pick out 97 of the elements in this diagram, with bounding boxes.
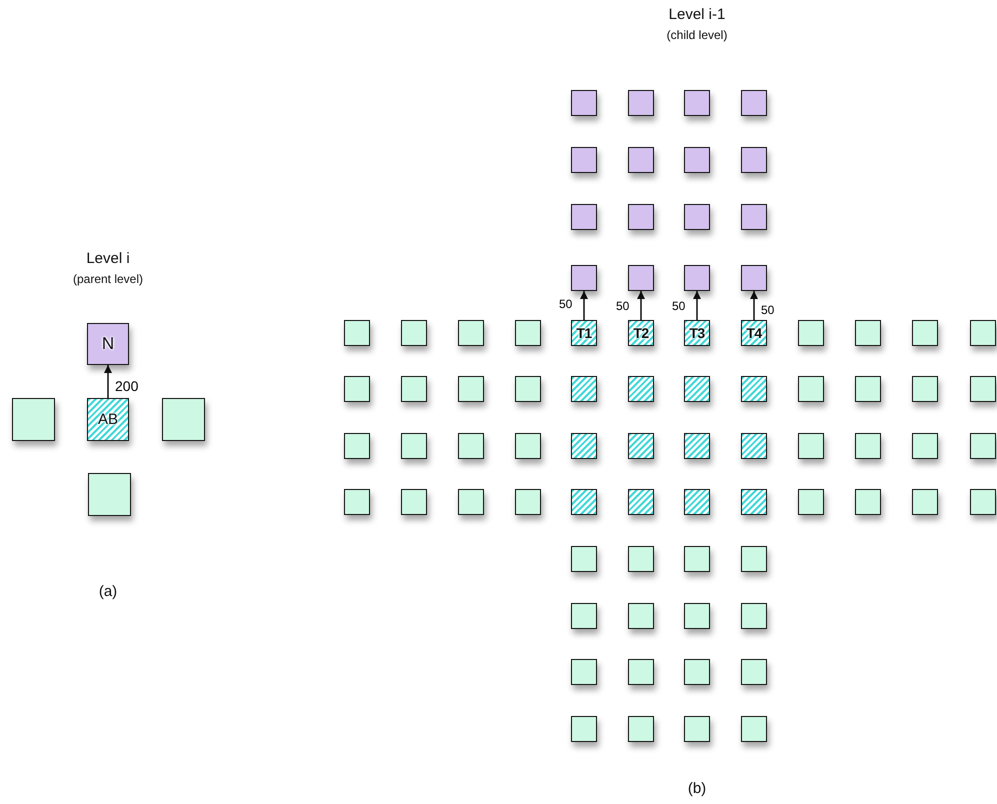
square	[344, 320, 370, 346]
square	[741, 716, 767, 742]
square	[855, 320, 881, 346]
square	[912, 489, 938, 515]
square	[628, 603, 654, 629]
square	[741, 376, 767, 402]
square	[628, 489, 654, 515]
square	[798, 489, 824, 515]
square	[912, 433, 938, 459]
edge-label: 50	[671, 300, 686, 312]
caption-label: Level i	[86, 250, 130, 267]
edge-label: 50	[760, 304, 776, 316]
square	[571, 716, 597, 742]
square	[458, 489, 484, 515]
square	[571, 90, 597, 116]
square	[628, 376, 654, 402]
square	[684, 716, 710, 742]
square	[741, 147, 767, 173]
square	[741, 489, 767, 515]
square	[684, 433, 710, 459]
square	[628, 716, 654, 742]
edge-label: 200	[114, 380, 140, 392]
square	[855, 489, 881, 515]
square	[401, 489, 427, 515]
square	[741, 265, 767, 291]
square	[401, 320, 427, 346]
square	[571, 489, 597, 515]
arrow	[750, 291, 758, 320]
caption-label: (b)	[688, 780, 706, 797]
square	[684, 603, 710, 629]
square	[912, 320, 938, 346]
square	[628, 147, 654, 173]
square	[912, 376, 938, 402]
level-subtitle: (parent level)	[72, 272, 144, 286]
square	[628, 433, 654, 459]
square	[162, 398, 205, 441]
square	[798, 433, 824, 459]
square	[798, 376, 824, 402]
square	[88, 473, 131, 516]
square	[628, 90, 654, 116]
square	[571, 659, 597, 685]
square	[344, 433, 370, 459]
square	[855, 433, 881, 459]
square	[684, 265, 710, 291]
caption-label: (a)	[98, 583, 118, 600]
square	[970, 376, 996, 402]
square	[571, 433, 597, 459]
square	[741, 90, 767, 116]
square	[684, 376, 710, 402]
square	[571, 603, 597, 629]
square	[515, 376, 541, 402]
square	[684, 90, 710, 116]
square	[515, 320, 541, 346]
square	[571, 546, 597, 572]
square	[515, 433, 541, 459]
square	[684, 546, 710, 572]
square	[458, 433, 484, 459]
caption-label: Level i-1	[668, 6, 726, 23]
square	[571, 147, 597, 173]
labeled-square	[87, 323, 129, 365]
square	[628, 204, 654, 230]
square	[741, 659, 767, 685]
square	[628, 659, 654, 685]
edge-label: 50	[558, 298, 574, 310]
square	[401, 433, 427, 459]
square	[571, 265, 597, 291]
square	[741, 204, 767, 230]
arrow	[637, 291, 645, 320]
square	[458, 376, 484, 402]
square	[741, 433, 767, 459]
square	[571, 204, 597, 230]
square	[515, 489, 541, 515]
square	[970, 320, 996, 346]
square	[741, 603, 767, 629]
square	[571, 376, 597, 402]
square	[970, 433, 996, 459]
square	[401, 376, 427, 402]
square	[12, 398, 55, 441]
square	[684, 204, 710, 230]
arrow	[693, 291, 701, 320]
level-subtitle: (child level)	[666, 28, 728, 42]
arrow	[580, 291, 588, 320]
square	[344, 489, 370, 515]
square	[684, 659, 710, 685]
square	[684, 489, 710, 515]
node-label: N	[102, 334, 114, 354]
square	[628, 265, 654, 291]
square	[684, 147, 710, 173]
square	[970, 489, 996, 515]
arrow	[104, 365, 112, 398]
square	[344, 376, 370, 402]
edge-label: 50	[615, 300, 630, 312]
square	[458, 320, 484, 346]
square	[628, 546, 654, 572]
square	[798, 320, 824, 346]
square	[741, 546, 767, 572]
square	[855, 376, 881, 402]
